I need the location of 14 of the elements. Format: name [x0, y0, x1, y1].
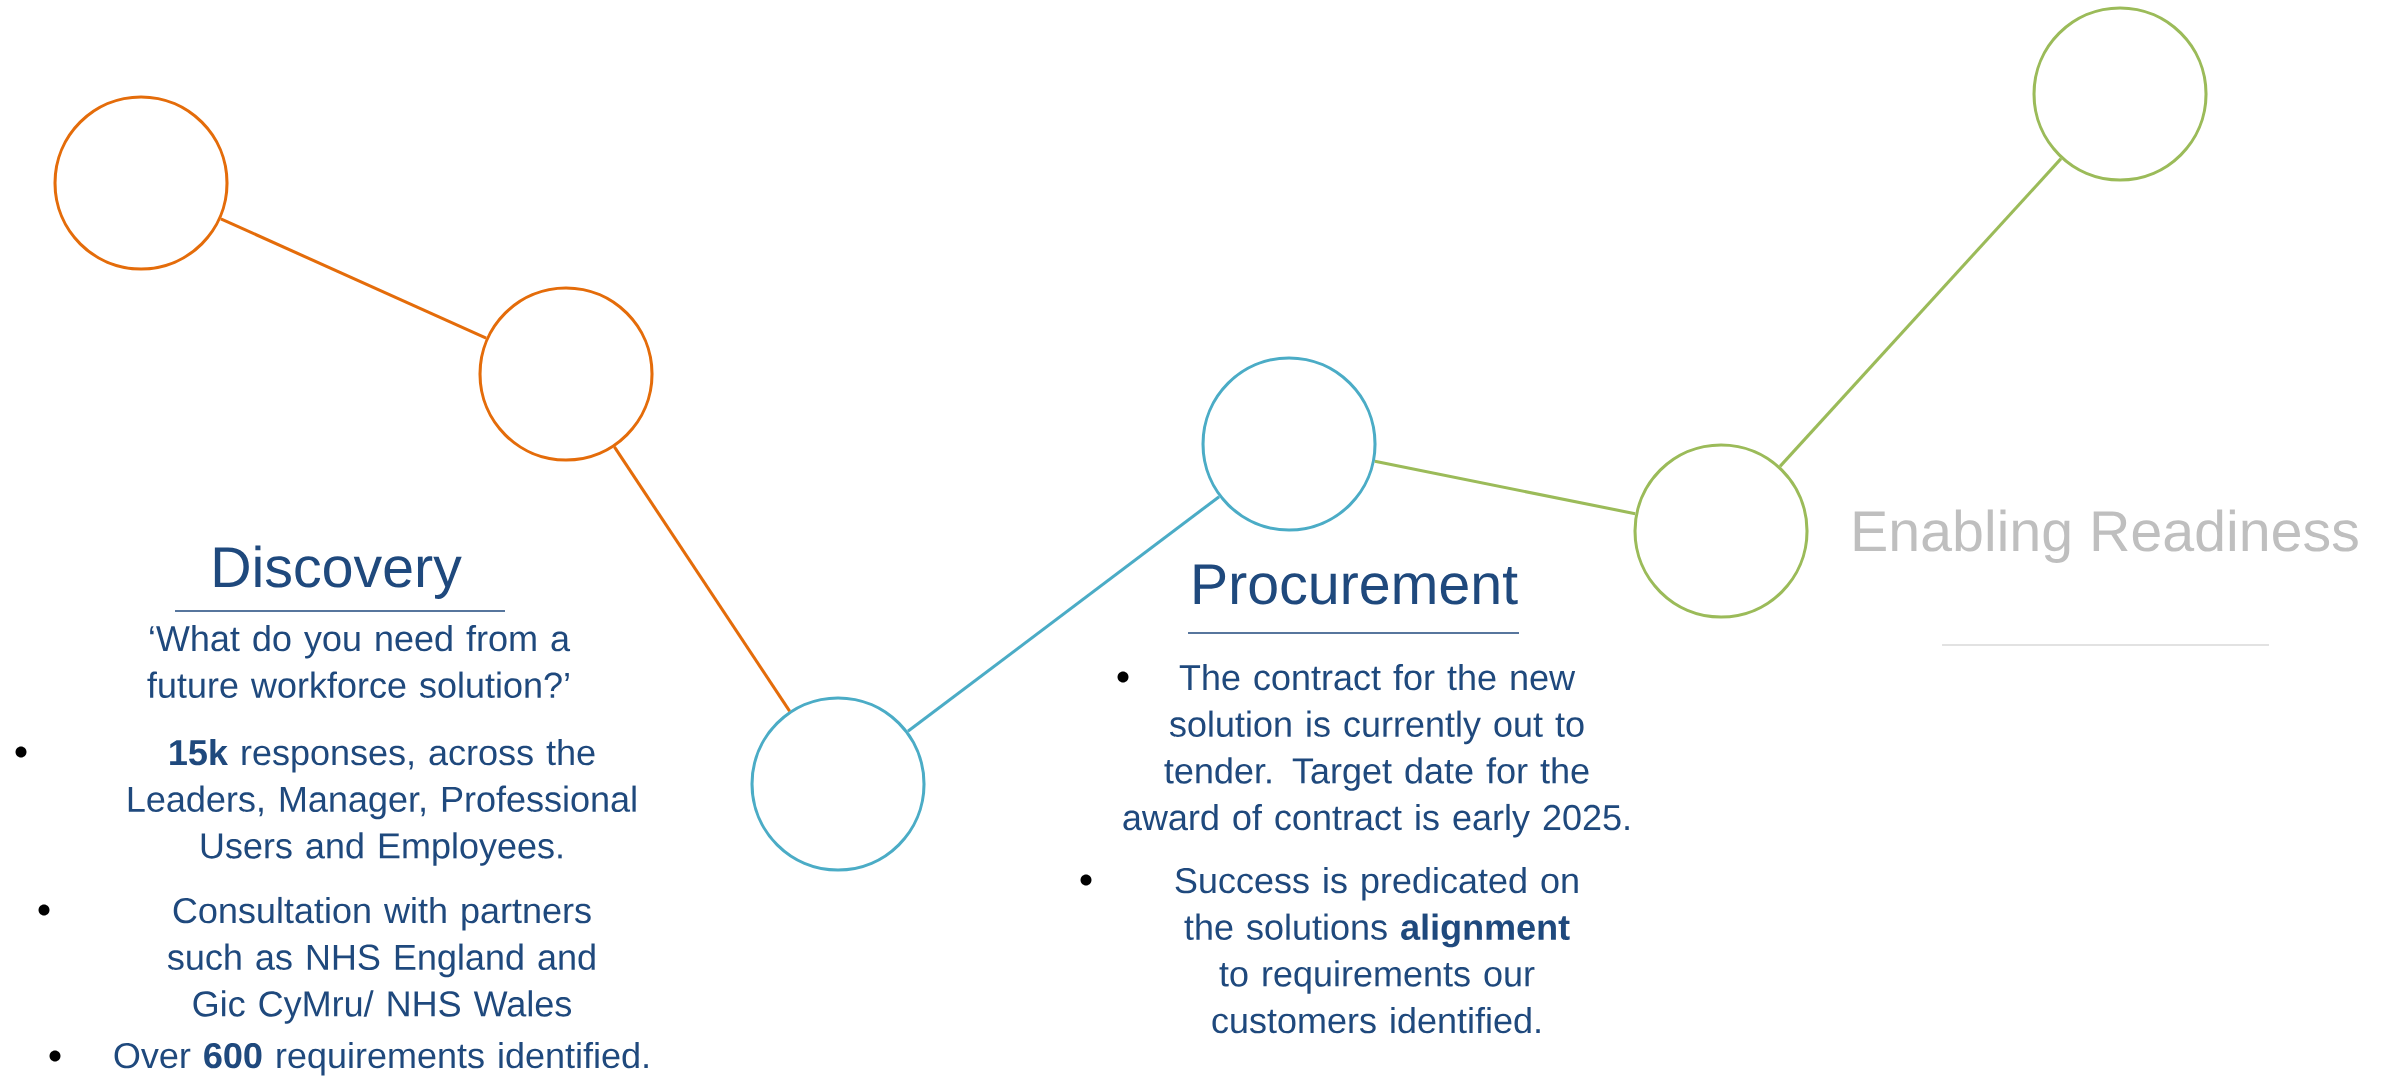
milestone-circle [478, 286, 654, 462]
connector-line [1778, 157, 2063, 468]
connector-line [1374, 459, 1636, 516]
connector-line [613, 446, 791, 712]
milestone-circle [750, 696, 926, 872]
milestone-circle [2032, 6, 2208, 182]
bullet-text: ‘What do you need from a future workforce solution?’ [147, 624, 571, 699]
milestone-circle [1633, 443, 1809, 619]
bullet-text: Success is predicated on the solutions alignment to requirements our customers identified. [1175, 866, 1578, 1034]
connector-line [907, 495, 1221, 733]
connector-line [220, 217, 487, 340]
milestone-circle [1201, 356, 1377, 532]
milestone-circle [53, 95, 229, 271]
bullet-text: Over 600 requirements identified. [114, 1041, 648, 1076]
